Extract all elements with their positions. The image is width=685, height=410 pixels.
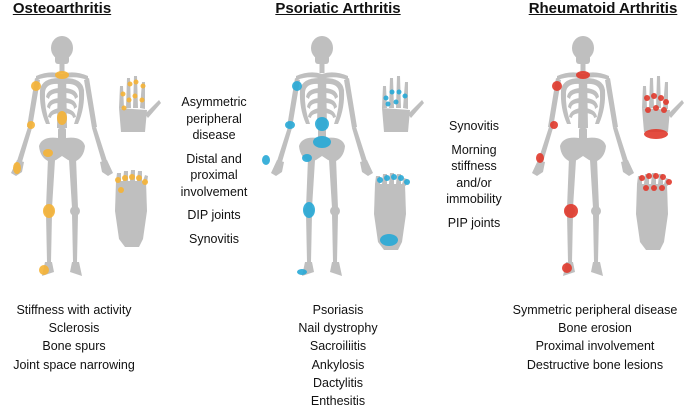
features-osteoarthritis: Stiffness with activity Sclerosis Bone s… (0, 301, 148, 374)
feature-item: Dactylitis (312, 375, 363, 390)
feature-item: Proximal involvement (535, 339, 655, 354)
oa-hand (119, 76, 161, 132)
title-psoriatic-arthritis: Psoriatic Arthritis (275, 0, 401, 17)
feature-item: Psoriasis (312, 303, 364, 317)
shared-psa-ra-item: PIP joints (447, 215, 501, 230)
psa-joint-highlights (262, 81, 410, 275)
features-psoriatic-arthritis: Psoriasis Nail dystrophy Sacroiliitis An… (263, 301, 413, 410)
feature-item: Bone erosion (558, 321, 632, 336)
feature-item: Nail dystrophy (298, 321, 378, 336)
shared-oa-psa-item: DIP joints (187, 208, 241, 222)
feature-item: Sclerosis (48, 321, 100, 336)
features-rheumatoid-arthritis: Symmetric peripheral disease Bone erosio… (505, 301, 685, 374)
shared-psa-ra-item: Morning stiffness and/or immobility (446, 142, 502, 207)
feature-item: Enthesitis (310, 394, 366, 409)
ra-joint-highlights (536, 71, 672, 273)
shared-features-psa-ra: Synovitis Morning stiffness and/or immob… (432, 118, 516, 231)
ra-foot (636, 173, 669, 250)
feature-item: Sacroiliitis (309, 339, 367, 354)
shared-oa-psa-item: Asymmetric peripheral disease (181, 95, 247, 142)
shared-psa-ra-item: Synovitis (448, 119, 500, 133)
feature-item: Symmetric peripheral disease (512, 303, 678, 317)
feature-item: Destructive bone lesions (526, 357, 664, 372)
feature-item: Stiffness with activity (16, 303, 132, 317)
title-rheumatoid-arthritis: Rheumatoid Arthritis (528, 0, 678, 17)
shared-oa-psa-item: Distal and proximal involvement (180, 151, 248, 199)
ra-hand (642, 76, 684, 132)
feature-item: Bone spurs (42, 339, 106, 354)
feature-item: Joint space narrowing (13, 357, 135, 372)
psa-skeleton (271, 36, 373, 276)
oa-joint-highlights (13, 71, 148, 275)
title-osteoarthritis: Osteoarthritis (12, 0, 112, 17)
feature-item: Ankylosis (311, 357, 365, 372)
shared-features-oa-psa: Asymmetric peripheral disease Distal and… (168, 94, 260, 247)
shared-oa-psa-item: Synovitis (188, 231, 240, 246)
